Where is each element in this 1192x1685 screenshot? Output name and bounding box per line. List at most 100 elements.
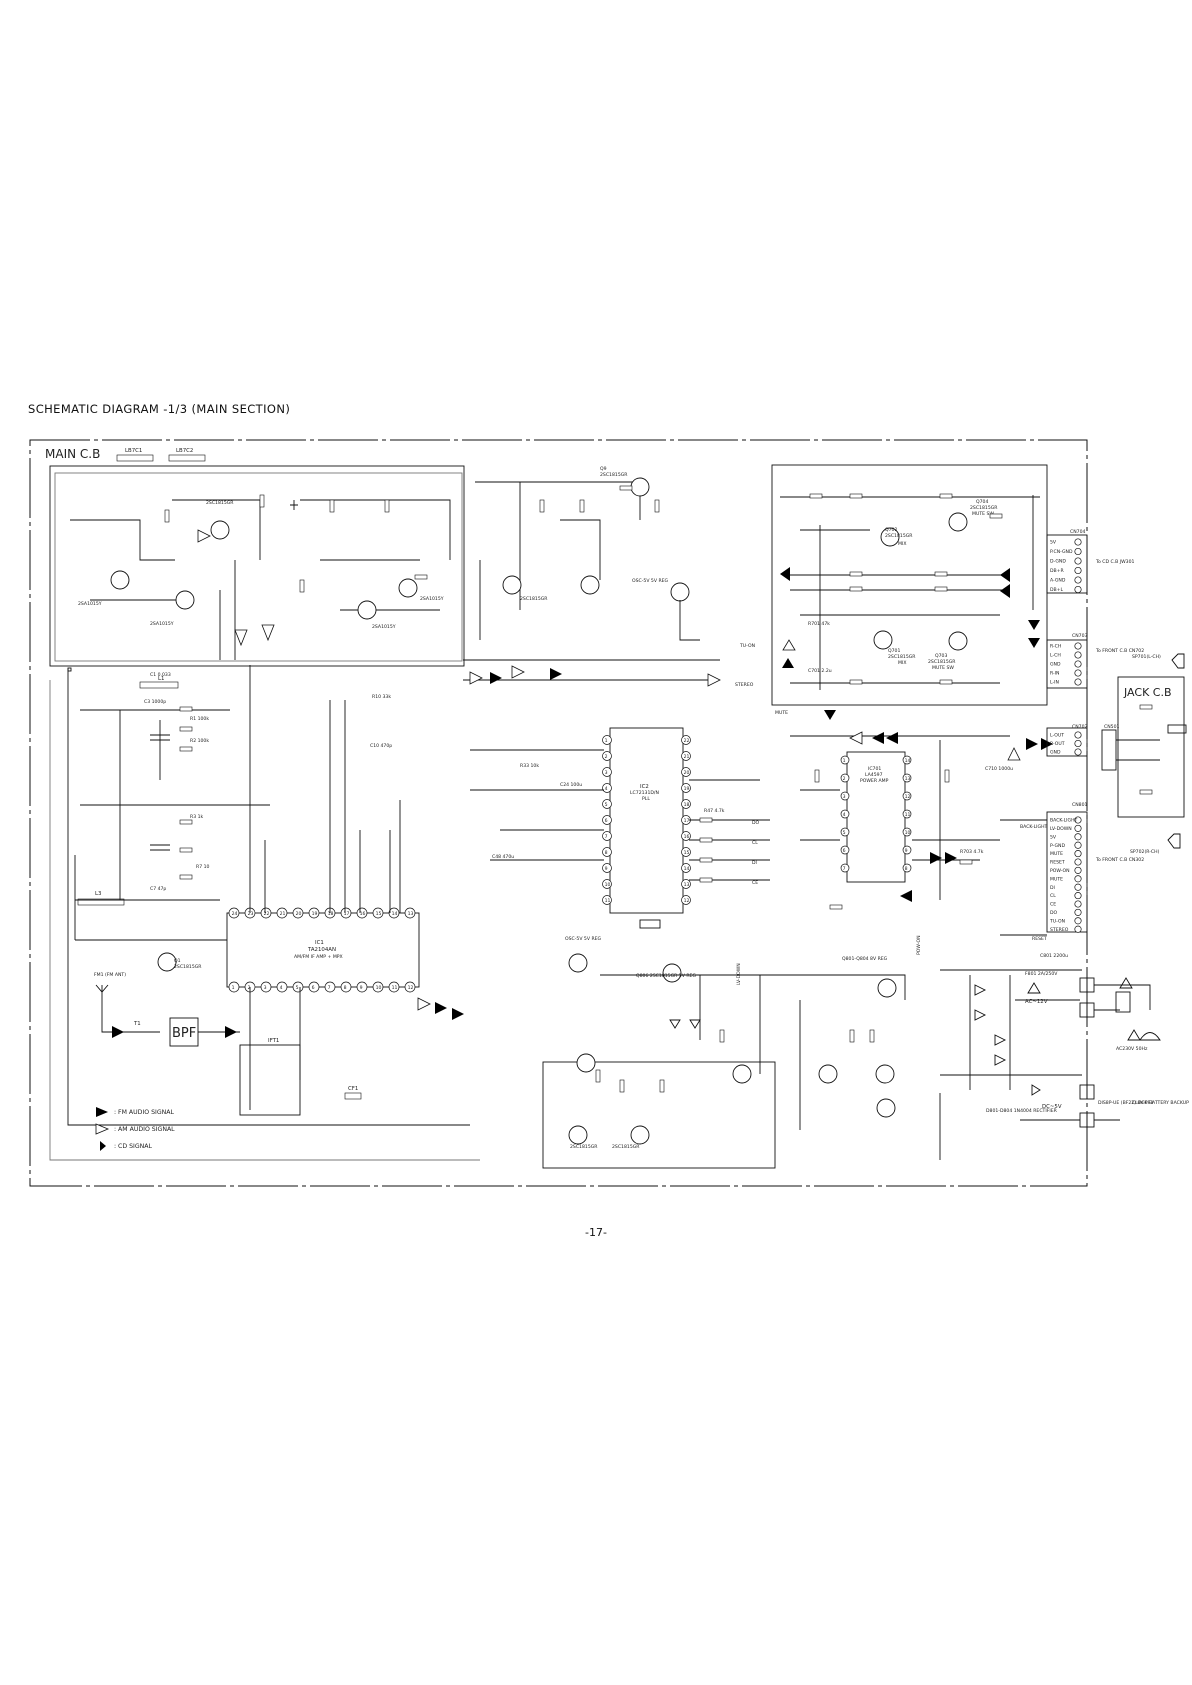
res-r47: R47 4.7k bbox=[704, 808, 725, 814]
res-r703: R703 4.7k bbox=[960, 849, 984, 855]
ic1-bottom-pin bbox=[308, 981, 320, 993]
cn801-pin bbox=[1074, 892, 1082, 900]
ic1-top-pin-number: 19 bbox=[312, 911, 318, 917]
ic701-ref: IC701 bbox=[868, 766, 881, 772]
clock-backup-label: CLOCK BATTERY BACKUP bbox=[1132, 1100, 1189, 1106]
ic1-top-pin-number: 16 bbox=[360, 911, 366, 917]
cn801-pin-label: MUTE bbox=[1050, 851, 1063, 857]
net-cl: CL bbox=[752, 840, 758, 846]
cn704-ref: CN704 bbox=[1070, 529, 1085, 535]
ic1-top-pin bbox=[388, 907, 400, 919]
cn702-pin bbox=[1074, 739, 1082, 748]
cn801-nets: RESET BACK-LIGHT LV-DOWN POW-ON bbox=[736, 819, 1048, 985]
cn801-pin bbox=[1074, 858, 1082, 866]
q1-ref: Q1 bbox=[174, 958, 181, 964]
ic1-bottom-pin bbox=[292, 981, 304, 993]
ic701-right-pin bbox=[902, 809, 912, 819]
cn801-pin-label: CL bbox=[1050, 893, 1056, 899]
ic2-left-pin bbox=[602, 847, 612, 857]
cn703-pin bbox=[1074, 678, 1082, 686]
ic2-left-pin bbox=[602, 735, 612, 745]
cap-c701: C701 2.2u bbox=[808, 668, 832, 674]
cn704-pin bbox=[1074, 566, 1082, 575]
coil-label-lb7c1: LB7C1 bbox=[125, 448, 142, 454]
ic701-left-pin bbox=[840, 863, 850, 873]
ic701-right-pin bbox=[902, 845, 912, 855]
ic2-left-pin-number: 11 bbox=[605, 898, 611, 904]
ic2-part: LC72131D/N bbox=[630, 790, 659, 796]
net-ce: CE bbox=[752, 880, 758, 886]
main-board-label: MAIN C.B bbox=[45, 447, 100, 461]
speaker-l: SP701(L-CH) bbox=[1132, 654, 1161, 660]
ic1-bottom-pin-number: 8 bbox=[344, 985, 347, 991]
res-r7: R7 10 bbox=[196, 864, 209, 870]
mute-sw-2: MUTE SW bbox=[932, 665, 954, 671]
ic1-bottom-pin-number: 5 bbox=[296, 985, 299, 991]
res-r1: R1 100k bbox=[190, 716, 209, 722]
cn801-pin-label: 5V bbox=[1050, 834, 1057, 840]
legend-fm-arrow bbox=[96, 1107, 108, 1117]
reg-8v: Q801-Q804 8V REG D801-D804 1N4004 RECTIF… bbox=[780, 956, 1058, 1160]
coil-cf1: CF1 bbox=[348, 1086, 358, 1092]
ic1-bottom-pin bbox=[340, 981, 352, 993]
jack-board: JACK C.B CN501 bbox=[1101, 653, 1187, 849]
cn704-pin bbox=[1074, 547, 1082, 556]
ic2-right-pin bbox=[681, 751, 691, 761]
ic2-left-pin bbox=[602, 879, 612, 889]
ic701-left-pin bbox=[840, 773, 850, 783]
am-section: L1 L3 Q1 2SC1815GR FM1 (FM ANT) T1 BPF bbox=[49, 667, 480, 1161]
cn703-pin-label: L-CH bbox=[1050, 653, 1061, 659]
q5-label: 2SA1015Y bbox=[372, 624, 396, 630]
ic2-left-pin-number: 9 bbox=[605, 866, 608, 872]
ic701-right-pin bbox=[902, 863, 912, 873]
cn801-pin-label: DO bbox=[1050, 910, 1058, 916]
ic1-top-pin bbox=[260, 907, 272, 919]
fuse-label: F801 2A/250V bbox=[1025, 971, 1058, 977]
cn704-pin bbox=[1074, 557, 1082, 565]
q9-part: 2SC1815GR bbox=[600, 472, 628, 478]
legend-am-arrow bbox=[95, 1123, 110, 1135]
net-lv-down: LV-DOWN bbox=[736, 963, 742, 985]
q701-ref: Q701 bbox=[888, 648, 900, 654]
cn704-pin-label: D-GND bbox=[1050, 559, 1066, 565]
cn801-pin-label: STEREO bbox=[1050, 927, 1069, 933]
ic2-right-pin-number: 18 bbox=[684, 802, 690, 808]
ic701-right-pin-number: 9 bbox=[905, 848, 908, 854]
cn702-pin-label: R-OUT bbox=[1050, 741, 1065, 747]
cn801-to: To FRONT C.B CN302 bbox=[1095, 857, 1144, 863]
q2-label: 2SA1015Y bbox=[78, 601, 102, 607]
ic2-left-pin bbox=[602, 751, 612, 761]
ic1-top-pin bbox=[308, 907, 320, 919]
q10-label: 2SC1815GR bbox=[206, 500, 234, 506]
cap-c801: C801 2200u bbox=[1040, 953, 1068, 959]
ic2-left-pin bbox=[602, 799, 612, 809]
net-stereo: STEREO bbox=[735, 682, 754, 688]
ic1-top-pin-number: 17 bbox=[344, 911, 350, 917]
q3-label: 2SA1015Y bbox=[150, 621, 174, 627]
page-number: -17- bbox=[585, 1226, 607, 1239]
ic701-desc: POWER AMP bbox=[860, 778, 889, 784]
ic2-right-pin-number: 21 bbox=[684, 754, 690, 760]
ic1-top-pin bbox=[340, 907, 352, 919]
ic2-right-pin-number: 13 bbox=[684, 882, 690, 888]
power-supply-regulators: OSC-5V 5V REG Q806 2SC1815GR 5V REG bbox=[542, 936, 830, 1169]
cap-c7: C7 47p bbox=[150, 886, 166, 892]
cn801-pin-label: LV-DOWN bbox=[1050, 826, 1072, 832]
ac-label: AC~12V bbox=[1025, 999, 1048, 1005]
cn801-pin-label: CE bbox=[1050, 902, 1056, 908]
cn702-pin-label: L-OUT bbox=[1050, 733, 1064, 739]
cn704-pin bbox=[1074, 576, 1082, 584]
reg-5v-label: Q806 2SC1815GR 5V REG bbox=[636, 973, 696, 979]
cn801-pin-label: TU-ON bbox=[1049, 918, 1065, 924]
ic701-right-pin-number: 13 bbox=[905, 776, 911, 782]
cn801-pin bbox=[1074, 824, 1082, 832]
ic2-left-pin bbox=[602, 863, 612, 873]
ic1-top-pin bbox=[292, 907, 304, 919]
q9-ref: Q9 bbox=[600, 466, 607, 472]
cn801-ref: CN801 bbox=[1072, 802, 1087, 808]
ic1-top-pin bbox=[276, 907, 288, 919]
ic701-right-pin-number: 11 bbox=[905, 812, 911, 818]
